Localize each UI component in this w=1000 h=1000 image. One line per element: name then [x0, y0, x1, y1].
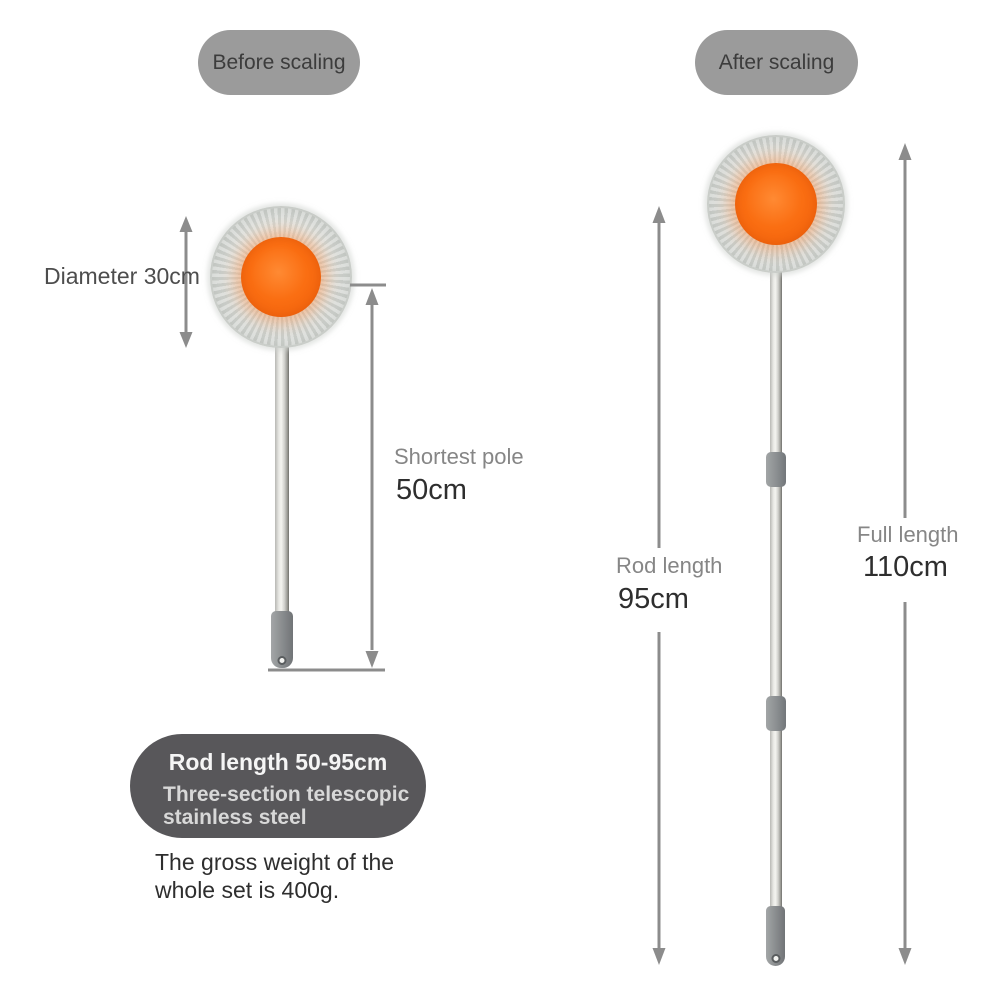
shortest-pole-label: Shortest pole [394, 444, 524, 469]
shortest-pole-value: 50cm [396, 474, 467, 506]
mop-pad-center [735, 163, 817, 245]
spec-title: Rod length 50-95cm [168, 749, 388, 775]
spec-subtitle: Three-section telescopic stainless steel [163, 783, 426, 829]
shortest-pole-measure-arrow-icon [268, 283, 386, 672]
mop-pole-extended [770, 263, 782, 909]
mop-pad-center [241, 237, 321, 317]
full-length-label: Full length [857, 522, 959, 547]
mop-head [210, 206, 352, 348]
spec-subtitle-line2: stainless steel [163, 806, 307, 830]
spec-summary-pill: Rod length 50-95cm Three-section telesco… [130, 734, 426, 838]
weight-note: The gross weight of the whole set is 400… [155, 849, 435, 904]
mop-head [707, 135, 845, 273]
mop-grip [271, 611, 293, 668]
weight-note-line1: The gross weight of the [155, 849, 395, 875]
full-length-value: 110cm [863, 551, 948, 583]
diameter-arrow-icon [179, 216, 193, 348]
rod-length-value: 95cm [618, 583, 689, 615]
grip-hole [771, 954, 780, 963]
badge-before-scaling: Before scaling [198, 30, 360, 95]
rod-length-arrow-icon [652, 206, 666, 965]
grip-hole [277, 656, 287, 665]
badge-after-scaling: After scaling [695, 30, 858, 95]
mop-pole-short [275, 340, 289, 614]
diameter-label: Diameter 30cm [44, 263, 200, 289]
spec-subtitle-line1: Three-section telescopic [163, 783, 410, 806]
weight-note-line2: whole set is 400g. [155, 876, 340, 903]
full-length-arrow-icon [898, 143, 912, 965]
telescopic-joint-lower [766, 696, 786, 731]
mop-grip [766, 906, 785, 966]
telescopic-joint-upper [766, 452, 786, 487]
rod-length-label: Rod length [616, 553, 723, 578]
